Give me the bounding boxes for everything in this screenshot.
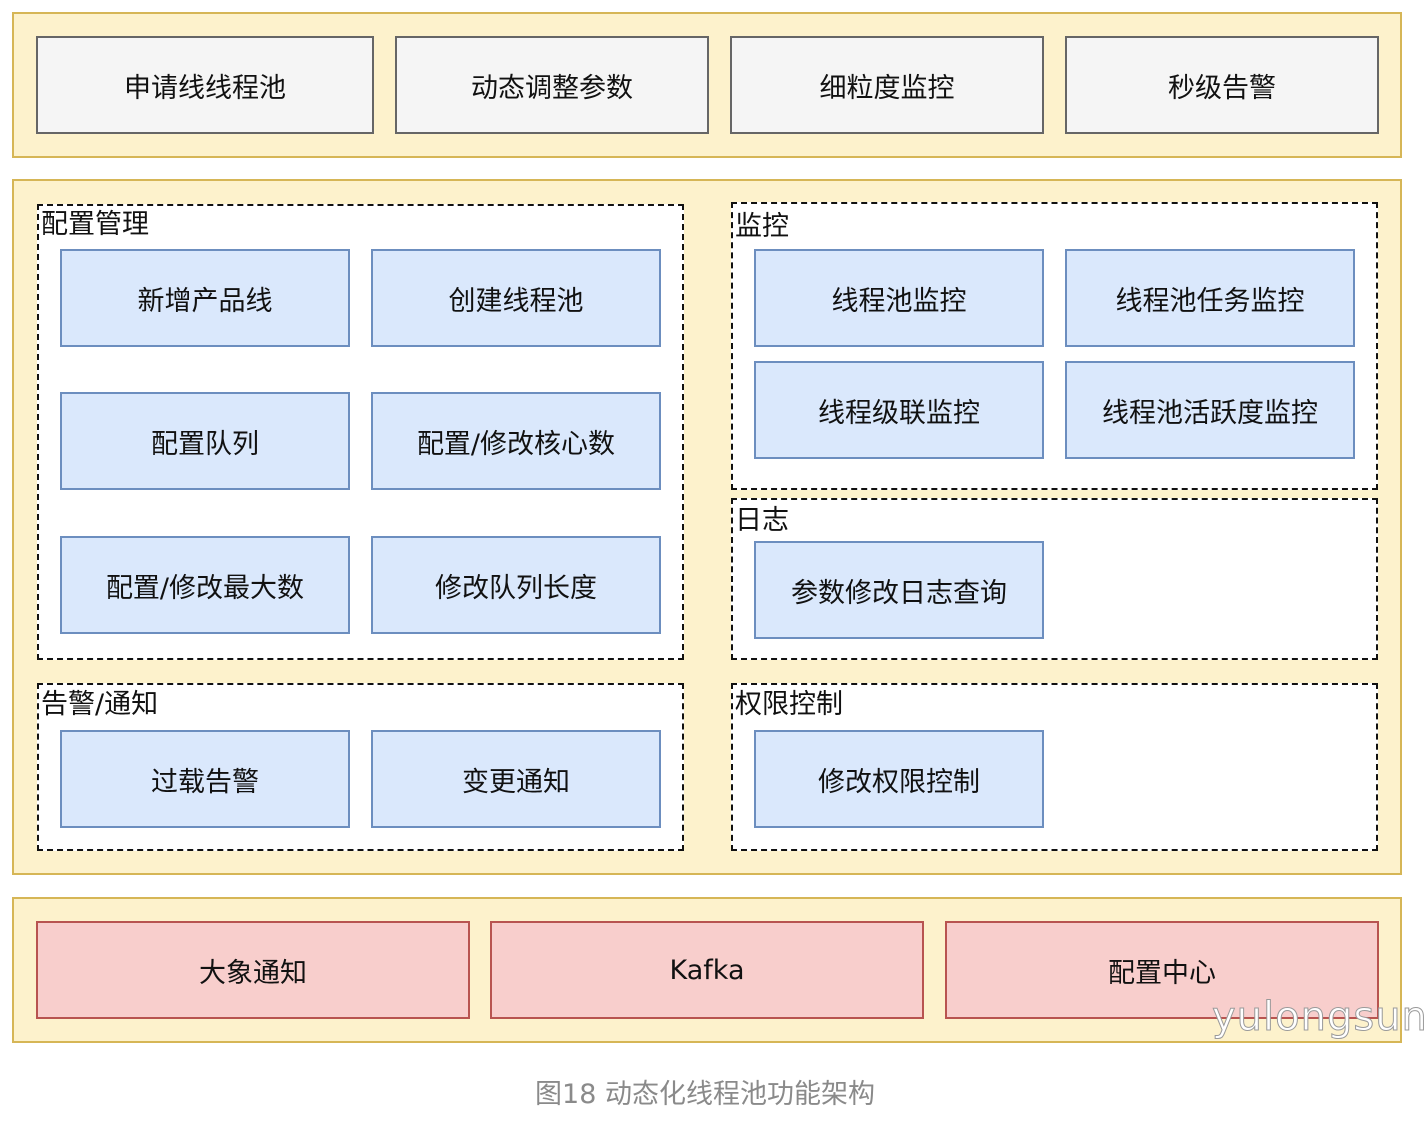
permissions-title: 权限控制 [735,689,843,720]
config-item-queue-length: 修改队列长度 [371,536,661,634]
config-item-create-threadpool: 创建线程池 [371,249,661,347]
log-item-param-change: 参数修改日志查询 [754,541,1044,639]
watermark-text: yulongsun [1212,994,1424,1041]
infra-daxiang-notice: 大象通知 [36,921,470,1019]
monitor-item-threadpool: 线程池监控 [754,249,1044,347]
config-item-core-size: 配置/修改核心数 [371,392,661,490]
config-item-max-size: 配置/修改最大数 [60,536,350,634]
monitoring-title: 监控 [735,211,789,242]
alert-item-overload: 过载告警 [60,730,350,828]
feature-second-alert: 秒级告警 [1065,36,1379,134]
config-management-title: 配置管理 [41,209,149,240]
feature-apply-threadpool: 申请线线程池 [36,36,374,134]
feature-fine-monitoring: 细粒度监控 [730,36,1044,134]
monitor-item-cascade: 线程级联监控 [754,361,1044,459]
feature-dynamic-params: 动态调整参数 [395,36,709,134]
figure-caption: 图18 动态化线程池功能架构 [535,1079,875,1110]
logging-title: 日志 [735,505,789,536]
config-item-new-product-line: 新增产品线 [60,249,350,347]
infra-config-center: 配置中心 [945,921,1379,1019]
infra-kafka: Kafka [490,921,924,1019]
alerts-title: 告警/通知 [41,689,159,720]
monitor-item-activity: 线程池活跃度监控 [1065,361,1355,459]
permission-item-modify: 修改权限控制 [754,730,1044,828]
monitor-item-task: 线程池任务监控 [1065,249,1355,347]
alert-item-change-notice: 变更通知 [371,730,661,828]
config-item-queue: 配置队列 [60,392,350,490]
